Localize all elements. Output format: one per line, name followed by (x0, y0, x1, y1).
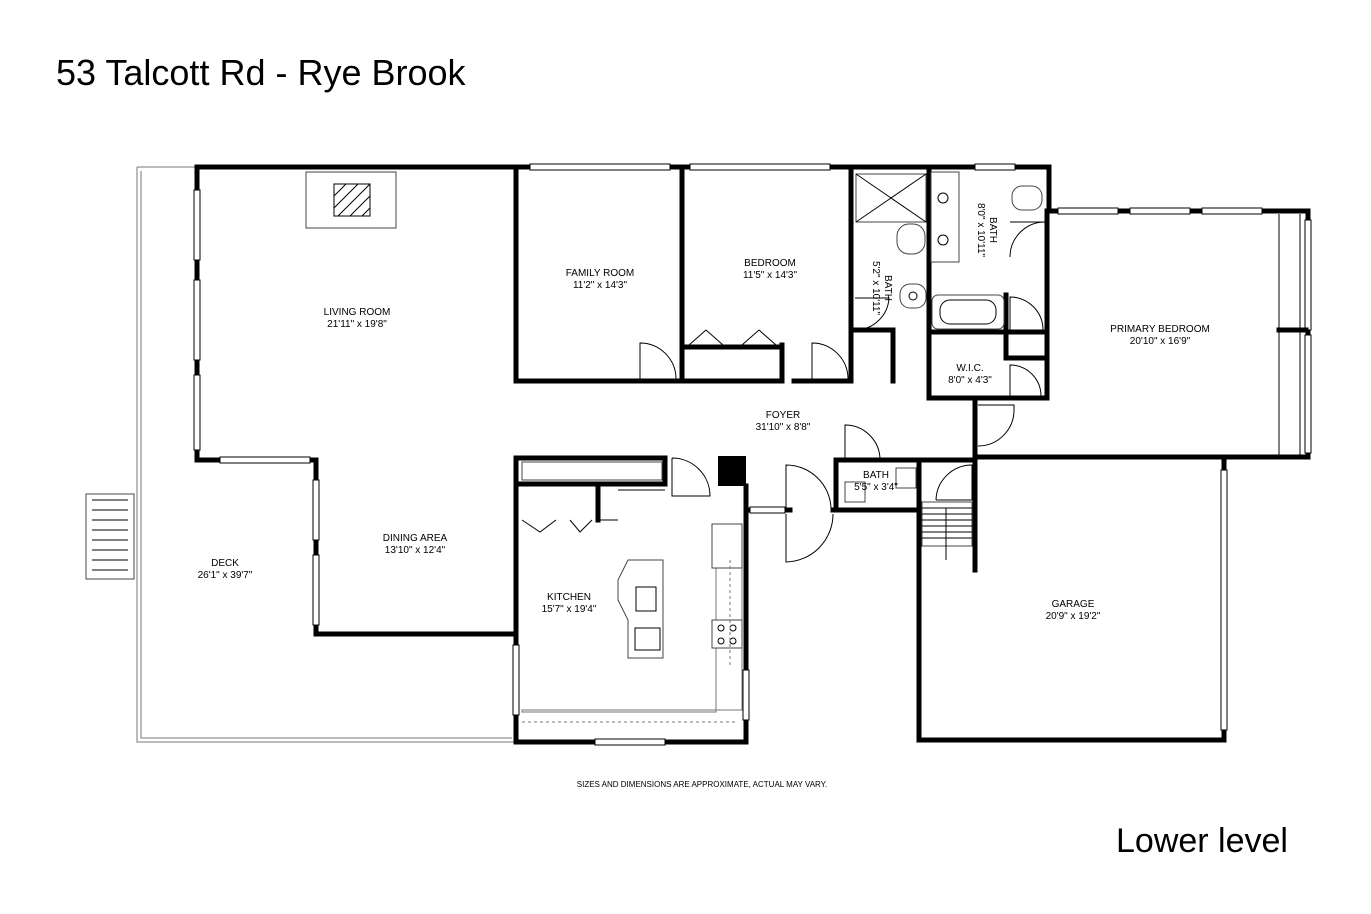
deck-outline (85, 166, 516, 743)
living-room-dims: 21'11" x 19'8" (327, 319, 387, 330)
bath-fixtures (844, 171, 1043, 503)
family-room-name: FAMILY ROOM (566, 268, 635, 279)
bath-primary-name: BATH (987, 217, 998, 243)
garage-dims: 20'9" x 19'2" (1046, 611, 1101, 622)
primary-bedroom-name: PRIMARY BEDROOM (1110, 324, 1210, 335)
family-room-dims: 11'2" x 14'3" (573, 280, 628, 291)
bedroom-dims: 11'5" x 14'3" (743, 270, 798, 281)
garage-name: GARAGE (1052, 599, 1095, 610)
kitchen-dims: 15'7" x 19'4" (542, 604, 597, 615)
windows (193, 163, 1312, 746)
kitchen-name: KITCHEN (547, 592, 591, 603)
interior-walls (513, 164, 1227, 637)
dining-area-dims: 13'10" x 12'4" (385, 545, 446, 556)
foyer-dims: 31'10" x 8'8" (756, 422, 811, 433)
bath-hall-name: BATH (882, 275, 893, 301)
foyer-name: FOYER (766, 410, 800, 421)
bedroom-name: BEDROOM (744, 258, 796, 269)
level-label: Lower level (1116, 822, 1288, 860)
bath-primary-dims: 8'0" x 10'11" (975, 203, 986, 258)
fireplace (305, 171, 397, 229)
deck-name: DECK (211, 558, 239, 569)
garage-stairs (921, 501, 973, 560)
primary-bedroom-dims: 20'10" x 16'9" (1130, 336, 1191, 347)
deck-dims: 26'1" x 39'7" (198, 570, 253, 581)
wic-name: W.I.C. (956, 363, 983, 374)
bath-half-dims: 5'5" x 3'4" (854, 482, 898, 493)
room-labels: LIVING ROOM 21'11" x 19'8" FAMILY ROOM 1… (198, 203, 1210, 622)
disclaimer-note: SIZES AND DIMENSIONS ARE APPROXIMATE, AC… (576, 780, 828, 789)
bath-half-name: BATH (863, 470, 889, 481)
page-title: 53 Talcott Rd - Rye Brook (56, 52, 466, 93)
living-room-name: LIVING ROOM (324, 307, 391, 318)
bath-hall-dims: 5'2" x 10'11" (870, 261, 881, 316)
doors (521, 221, 1046, 563)
dining-area-name: DINING AREA (383, 533, 448, 544)
wic-dims: 8'0" x 4'3" (948, 375, 992, 386)
kitchen-fixtures (521, 461, 743, 723)
